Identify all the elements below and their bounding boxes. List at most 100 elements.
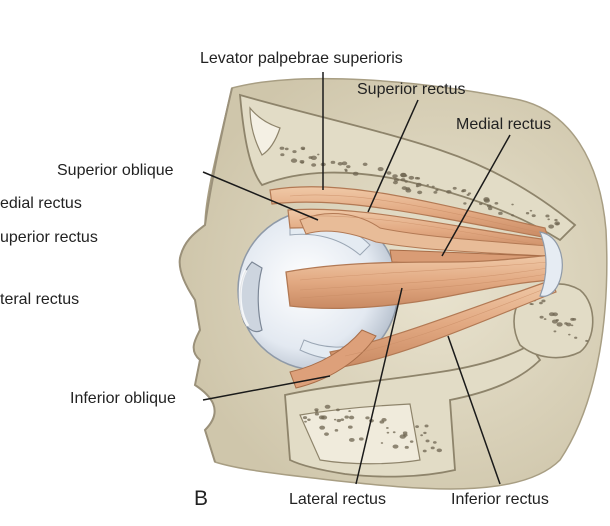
tendon-ring bbox=[539, 231, 563, 297]
bone-pore bbox=[547, 218, 550, 221]
bone-pore bbox=[541, 299, 546, 303]
bone-pore bbox=[380, 442, 384, 444]
bone-pore bbox=[333, 418, 337, 421]
bone-pore bbox=[393, 178, 399, 182]
bone-pore bbox=[435, 189, 439, 192]
bone-pore bbox=[430, 446, 435, 450]
bone-pore bbox=[330, 160, 336, 164]
bone-pore bbox=[385, 426, 389, 429]
leader-inferior-rectus bbox=[447, 335, 501, 485]
bone-pore bbox=[346, 165, 351, 169]
bone-pore bbox=[539, 301, 543, 305]
bone-pore bbox=[452, 186, 457, 190]
label-inferior-oblique: Inferior oblique bbox=[70, 390, 176, 407]
bone-pore bbox=[400, 172, 407, 178]
bone-pore bbox=[511, 203, 514, 206]
bone-pore bbox=[362, 162, 368, 167]
bone-pore bbox=[279, 146, 285, 150]
bone-pore bbox=[414, 176, 419, 180]
bone-pore bbox=[337, 161, 343, 166]
bone-pore bbox=[554, 218, 558, 222]
bone-pore bbox=[284, 147, 289, 151]
bone-pore bbox=[307, 418, 311, 421]
bone-pore bbox=[539, 315, 544, 319]
label-superior-rectus-right: Superior rectus bbox=[357, 81, 466, 98]
bone-pore bbox=[420, 434, 424, 437]
bone-pore bbox=[341, 161, 348, 166]
bone-pore bbox=[415, 182, 422, 187]
bone-pores-bottom bbox=[302, 404, 443, 453]
bone-pore bbox=[344, 169, 348, 172]
bone-pore bbox=[403, 433, 408, 437]
leader-inferior-oblique bbox=[202, 375, 331, 401]
label-inferior-rectus: Inferior rectus bbox=[451, 491, 549, 508]
bone-pore bbox=[386, 171, 392, 175]
bone-pore bbox=[408, 175, 415, 180]
bone-pore bbox=[352, 171, 359, 176]
bone-pore bbox=[392, 174, 398, 179]
bone-pore bbox=[340, 418, 345, 421]
bone-pore bbox=[422, 449, 427, 453]
bone-pore bbox=[324, 404, 331, 409]
leader-superior-rectus bbox=[367, 99, 419, 213]
bone-pore bbox=[479, 202, 483, 206]
bone-pore bbox=[426, 184, 429, 186]
bone-pore bbox=[423, 431, 427, 435]
bone-pore bbox=[310, 155, 317, 160]
bone-pore bbox=[487, 207, 493, 211]
label-lateral-rectus-left: teral rectus bbox=[0, 291, 80, 308]
bone-pore bbox=[543, 318, 547, 321]
bone-pore bbox=[568, 333, 571, 336]
bone-pore bbox=[463, 202, 467, 205]
bone-pore bbox=[585, 339, 589, 342]
bone-pore bbox=[432, 441, 437, 444]
label-superior-rectus-left: uperior rectus bbox=[0, 229, 98, 246]
bone-pore bbox=[446, 189, 452, 194]
orbital-floor-bone bbox=[284, 343, 542, 478]
bone-pore bbox=[570, 324, 574, 327]
bone-pore bbox=[467, 192, 472, 195]
inferior-oblique-muscle bbox=[289, 329, 377, 389]
label-levator-palpebrae-superioris: Levator palpebrae superioris bbox=[200, 50, 403, 67]
bone-pore bbox=[553, 330, 557, 333]
bone-pore bbox=[301, 147, 305, 151]
bone-pore bbox=[556, 322, 563, 327]
bone-pore bbox=[404, 180, 408, 183]
bone-pore bbox=[347, 425, 353, 429]
bone-pore bbox=[304, 420, 307, 423]
bone-pore bbox=[431, 185, 435, 188]
bone-pore bbox=[530, 303, 534, 306]
bone-pore bbox=[511, 214, 515, 217]
bone-pore bbox=[302, 416, 308, 420]
bone-pore bbox=[317, 153, 320, 156]
label-medial-rectus-left: edial rectus bbox=[0, 195, 82, 212]
leader-medial-rectus bbox=[441, 134, 511, 257]
bone-pore bbox=[525, 212, 530, 215]
bone-pore bbox=[392, 431, 396, 434]
bone-pore bbox=[392, 444, 399, 449]
extraocular-muscles bbox=[269, 186, 557, 389]
bone-pore bbox=[348, 410, 351, 413]
bone-pore bbox=[486, 204, 492, 208]
bone-pore bbox=[417, 190, 423, 195]
bone-pore bbox=[405, 188, 412, 193]
bone-pore bbox=[308, 156, 313, 159]
bone-pore bbox=[409, 440, 414, 443]
bone-pore bbox=[483, 198, 490, 203]
panel-letter: B bbox=[194, 487, 209, 510]
bone-pore bbox=[280, 153, 285, 157]
bone-pore bbox=[334, 429, 339, 432]
bone-pore bbox=[315, 410, 319, 413]
leader-lateral-rectus bbox=[355, 287, 403, 485]
bone-pore bbox=[548, 224, 555, 229]
bone-pore bbox=[377, 167, 384, 172]
bone-pore bbox=[565, 322, 572, 327]
bone-pore bbox=[348, 437, 355, 442]
bone-pore bbox=[498, 211, 503, 215]
bone-pore bbox=[531, 214, 536, 218]
bone-pore bbox=[552, 312, 558, 317]
bone-pore bbox=[386, 431, 390, 434]
bone-pore bbox=[311, 163, 317, 167]
bone-pore bbox=[404, 445, 409, 449]
